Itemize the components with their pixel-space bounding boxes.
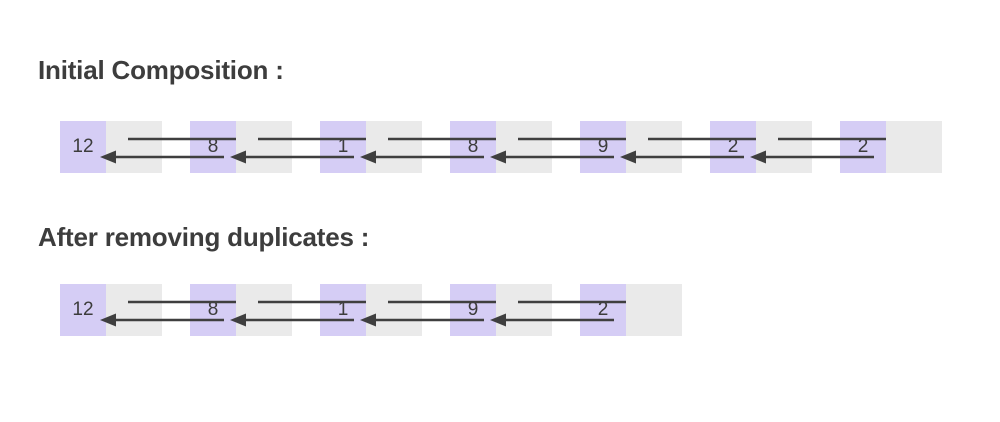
list-node: 9 (450, 284, 552, 336)
node-value-cell: 12 (60, 284, 106, 336)
list-node: 2 (580, 284, 682, 336)
node-pointer-cell (626, 121, 682, 173)
node-pointer-cell (106, 284, 162, 336)
node-value-cell: 8 (450, 121, 496, 173)
node-link (490, 284, 642, 336)
node-pointer-cell (496, 284, 552, 336)
deduplicated-linked-list: 12 8 1 9 2 (60, 284, 682, 336)
list-node: 2 (840, 121, 942, 173)
list-node: 8 (190, 121, 292, 173)
node-link (620, 121, 772, 173)
node-value-cell: 12 (60, 121, 106, 173)
list-node: 1 (320, 284, 422, 336)
list-node: 8 (190, 284, 292, 336)
node-pointer-cell (756, 121, 812, 173)
list-node: 12 (60, 121, 162, 173)
node-link (100, 121, 252, 173)
initial-linked-list: 12 8 1 8 9 2 2 (60, 121, 942, 173)
node-pointer-cell (626, 284, 682, 336)
list-node: 12 (60, 284, 162, 336)
node-value-cell: 9 (580, 121, 626, 173)
node-link (490, 121, 642, 173)
list-node: 8 (450, 121, 552, 173)
node-value-cell: 2 (840, 121, 886, 173)
list-node: 2 (710, 121, 812, 173)
node-pointer-cell (886, 121, 942, 173)
node-pointer-cell (366, 121, 422, 173)
node-value-cell: 2 (710, 121, 756, 173)
node-value-cell: 8 (190, 121, 236, 173)
node-pointer-cell (366, 284, 422, 336)
node-pointer-cell (236, 284, 292, 336)
node-link (230, 284, 382, 336)
node-value-cell: 1 (320, 284, 366, 336)
initial-composition-heading: Initial Composition : (38, 55, 284, 85)
node-pointer-cell (236, 121, 292, 173)
node-value-cell: 8 (190, 284, 236, 336)
node-pointer-cell (496, 121, 552, 173)
node-link (100, 284, 252, 336)
node-value-cell: 9 (450, 284, 496, 336)
after-removing-duplicates-heading: After removing duplicates : (38, 222, 370, 252)
list-node: 1 (320, 121, 422, 173)
node-pointer-cell (106, 121, 162, 173)
node-value-cell: 2 (580, 284, 626, 336)
node-link (750, 121, 902, 173)
node-link (360, 121, 512, 173)
node-link (360, 284, 512, 336)
node-link (230, 121, 382, 173)
list-node: 9 (580, 121, 682, 173)
node-value-cell: 1 (320, 121, 366, 173)
